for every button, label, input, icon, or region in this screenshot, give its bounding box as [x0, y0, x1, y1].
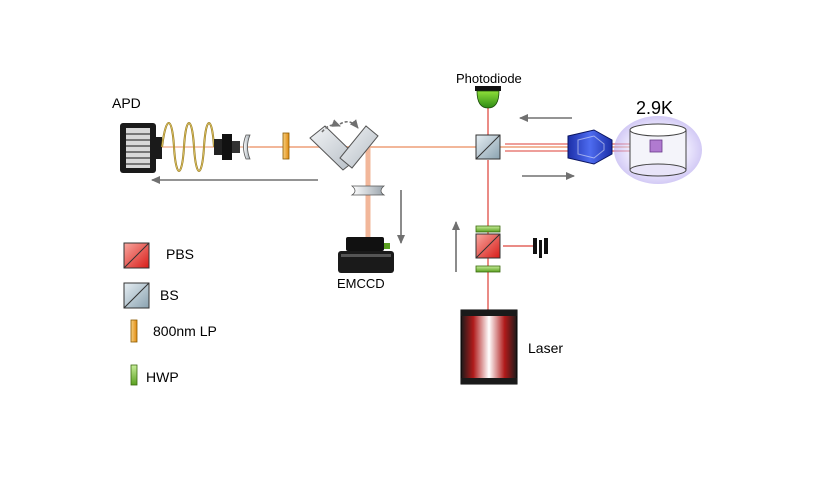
longpass-filter-icon [130, 319, 138, 343]
legend-icons [123, 242, 150, 386]
temperature-label: 2.9K [636, 98, 674, 118]
apd-detector [120, 123, 162, 173]
legend-label-bs: BS [160, 287, 179, 303]
pbs-icon [123, 242, 150, 269]
beam-dump [533, 238, 548, 258]
longpass-filter [282, 132, 290, 160]
emccd-label: EMCCD [337, 276, 385, 291]
direction-arrows [151, 114, 575, 272]
polarizing-beamsplitter [475, 233, 501, 259]
center-beamsplitter [475, 134, 501, 160]
laser-label: Laser [528, 340, 564, 356]
half-wave-plate-icon [130, 364, 138, 386]
objective-lens [567, 129, 613, 165]
legend-label-longpass: 800nm LP [153, 323, 217, 339]
photodiode-label: Photodiode [456, 71, 522, 86]
apd-label: APD [112, 95, 141, 111]
legend-label-pbs: PBS [166, 246, 195, 262]
flip-mirrors [309, 119, 379, 171]
half-wave-plate-bottom [475, 265, 501, 273]
flip-arrow-icon [321, 119, 341, 133]
half-wave-plate-top [475, 225, 501, 233]
emccd-lens [350, 185, 386, 196]
laser-source [460, 309, 518, 385]
emccd-camera [338, 237, 394, 273]
sample [649, 139, 663, 153]
cryostat [614, 116, 702, 184]
fiber-coupler [214, 134, 240, 160]
fiber-coil [161, 122, 215, 172]
legend-label-hwp: HWP [146, 369, 179, 385]
bs-icon [123, 282, 150, 309]
apd-lens [243, 134, 251, 160]
flip-arrow-icon-2 [339, 119, 359, 129]
photodiode [475, 86, 501, 109]
